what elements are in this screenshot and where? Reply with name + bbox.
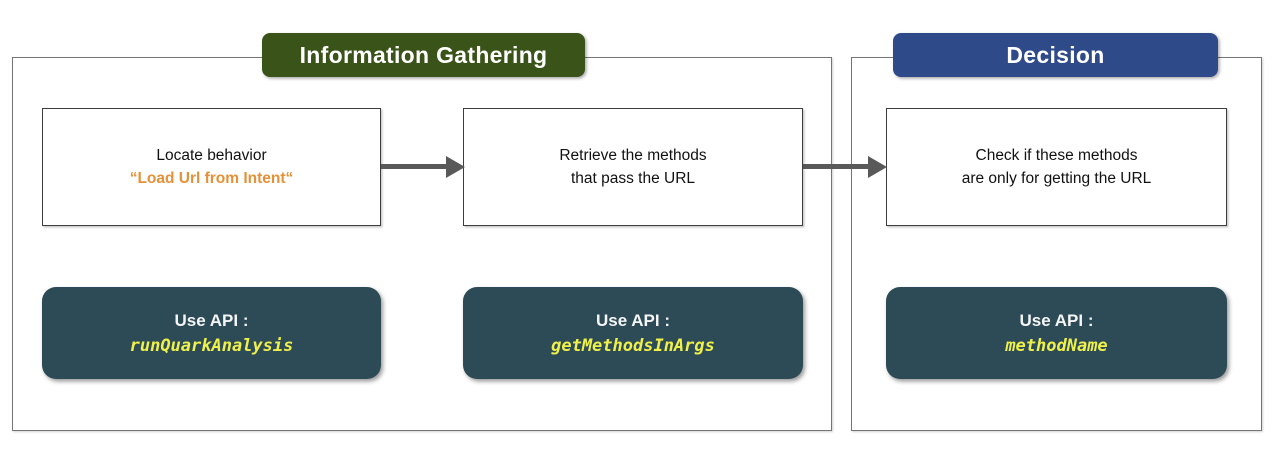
api-name: getMethodsInArgs (551, 335, 715, 356)
api-name: runQuarkAnalysis (129, 335, 294, 356)
step-text-line: Retrieve the methods (559, 147, 707, 164)
api-label: Use API : (1019, 310, 1094, 330)
information-gathering-title: Information Gathering (262, 33, 585, 77)
api-pill-methodname: Use API : methodName (886, 287, 1227, 379)
step-retrieve-methods: Retrieve the methods that pass the URL (463, 108, 803, 226)
step-locate-behavior: Locate behavior “Load Url from Intent“ (42, 108, 381, 226)
api-name: methodName (1005, 335, 1108, 356)
api-pill-getmethodsinargs: Use API : getMethodsInArgs (463, 287, 803, 379)
step-check-methods: Check if these methods are only for gett… (886, 108, 1227, 226)
step-text-highlight: “Load Url from Intent“ (129, 170, 294, 187)
step-text-line: are only for getting the URL (961, 170, 1152, 187)
api-label: Use API : (174, 310, 249, 330)
arrow-shaft (803, 164, 869, 169)
step-text-line: that pass the URL (570, 170, 696, 187)
step-text-line: Locate behavior (156, 147, 267, 164)
arrow-shaft (381, 164, 446, 169)
information-gathering-title-label: Information Gathering (299, 41, 548, 68)
step-text-line: Check if these methods (975, 147, 1138, 164)
api-pill-runquarkanalysis: Use API : runQuarkAnalysis (42, 287, 381, 379)
decision-title: Decision (893, 33, 1218, 77)
arrow-head-icon (446, 155, 465, 178)
decision-title-label: Decision (1006, 41, 1105, 68)
arrow-head-icon (868, 155, 887, 178)
api-label: Use API : (595, 310, 670, 330)
